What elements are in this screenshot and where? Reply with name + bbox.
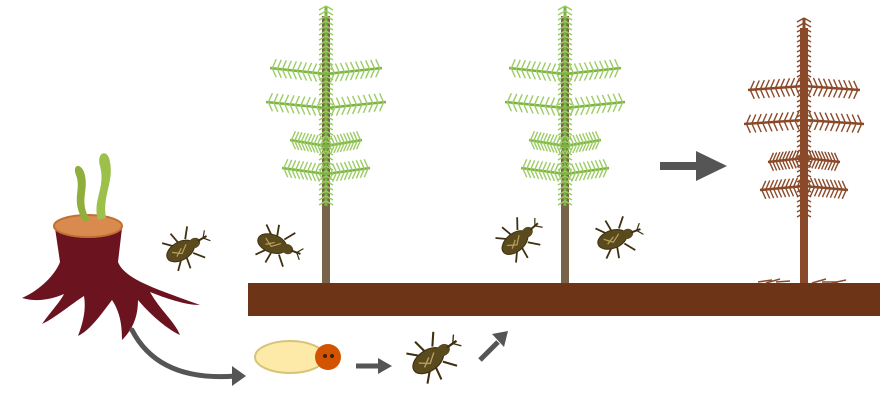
weevil-icon — [251, 220, 308, 273]
vapor-wisp — [96, 153, 110, 220]
arrow-icon — [660, 151, 727, 181]
dead-pine-icon — [744, 18, 864, 283]
weevil-icon — [158, 218, 218, 276]
arrow-icon — [480, 331, 508, 360]
weevil-icon — [491, 207, 552, 267]
arrow-head — [232, 366, 246, 386]
arrow-icon — [356, 358, 392, 374]
curved-arrow-icon — [132, 330, 236, 377]
weevil-icon — [401, 321, 471, 389]
weevil-icon — [591, 210, 648, 263]
larva-icon — [255, 341, 341, 373]
vapor-wisp — [75, 166, 90, 222]
ground-strip — [248, 283, 880, 316]
